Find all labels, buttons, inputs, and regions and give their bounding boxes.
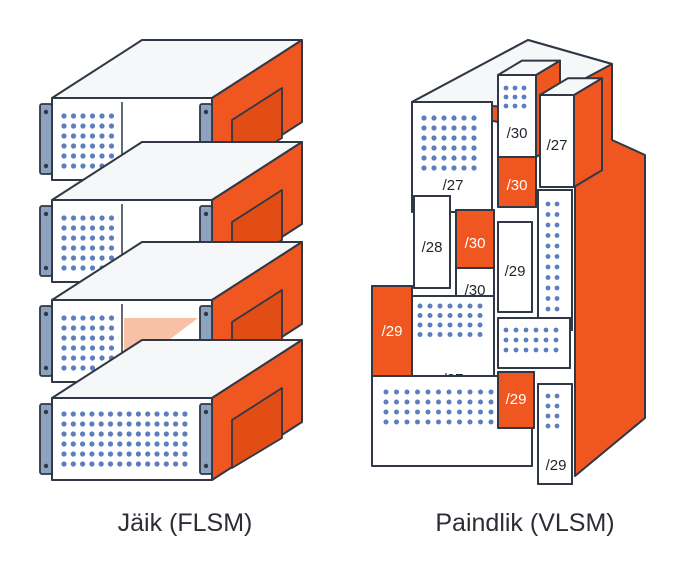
block-front-face bbox=[539, 94, 575, 188]
rack-screw bbox=[203, 109, 209, 115]
block-front-face bbox=[497, 156, 537, 208]
rack-screw bbox=[43, 409, 49, 415]
flsm-server-unit bbox=[39, 339, 303, 481]
block-front-face bbox=[413, 195, 451, 289]
block-front-face bbox=[537, 383, 573, 485]
block-30-orange: /30 bbox=[497, 156, 537, 208]
subnet-prefix-label: /30 bbox=[465, 282, 486, 299]
block-vented-right bbox=[537, 189, 573, 331]
vent-dots bbox=[61, 411, 188, 467]
subnet-prefix-label: /29 bbox=[506, 391, 527, 408]
flsm-server-stack bbox=[39, 39, 303, 481]
vlsm-caption: Paindlik (VLSM) bbox=[435, 509, 615, 537]
rack-screw bbox=[203, 409, 209, 415]
block-29-bottom-right: /29 bbox=[537, 383, 573, 485]
rack-screw bbox=[43, 365, 49, 371]
block-front-face bbox=[371, 375, 533, 467]
rack-rail-left bbox=[39, 305, 53, 377]
rack-screw bbox=[43, 211, 49, 217]
subnet-prefix-label: /29 bbox=[505, 263, 526, 280]
subnet-prefix-label: /29 bbox=[546, 457, 567, 474]
block-29-orange-left: /29 bbox=[371, 285, 413, 377]
subnet-prefix-label: /28 bbox=[422, 239, 443, 256]
server-side-panel bbox=[231, 387, 283, 469]
rack-screw bbox=[43, 463, 49, 469]
vent-dots bbox=[421, 115, 477, 171]
vlsm-server-stack: /27/30/27/30/28/30/30/29/29/27/29/29 bbox=[371, 39, 646, 485]
vent-dots bbox=[417, 303, 483, 337]
block-30-mid-orange: /30 bbox=[455, 209, 495, 269]
rack-screw bbox=[43, 163, 49, 169]
subnet-prefix-label: /30 bbox=[507, 125, 528, 142]
rack-rail-left bbox=[39, 205, 53, 277]
subnet-prefix-label: /27 bbox=[547, 137, 568, 154]
rack-screw bbox=[43, 109, 49, 115]
rack-rail-right bbox=[199, 403, 213, 475]
rack-screw bbox=[203, 463, 209, 469]
vent-dots bbox=[503, 85, 527, 109]
server-front-face bbox=[51, 397, 213, 481]
block-front-face bbox=[497, 221, 533, 313]
vent-dots bbox=[61, 113, 115, 169]
rack-screw bbox=[43, 265, 49, 271]
block-front-face bbox=[497, 371, 535, 429]
rack-screw bbox=[203, 311, 209, 317]
block-29-mid: /29 bbox=[497, 221, 533, 313]
block-front-face bbox=[497, 317, 571, 369]
subnet-prefix-label: /27 bbox=[443, 177, 464, 194]
block-side-face bbox=[573, 77, 603, 188]
rack-rail-left bbox=[39, 103, 53, 175]
subnet-prefix-label: /30 bbox=[507, 177, 528, 194]
rack-screw bbox=[203, 211, 209, 217]
vent-dots bbox=[545, 393, 560, 429]
rack-screw bbox=[43, 311, 49, 317]
flsm-caption: Jäik (FLSM) bbox=[117, 509, 253, 537]
block-27-right: /27 bbox=[539, 77, 603, 188]
subnet-prefix-label: /30 bbox=[465, 235, 486, 252]
block-28: /28 bbox=[413, 195, 451, 289]
subnet-prefix-label: /29 bbox=[382, 323, 403, 340]
vent-dots bbox=[61, 215, 115, 271]
rack-rail-left bbox=[39, 403, 53, 475]
flsm-server-unit bbox=[39, 39, 303, 181]
block-vented-strip bbox=[497, 317, 571, 369]
vent-dots bbox=[503, 327, 559, 353]
block-29-orange-bottom: /29 bbox=[497, 371, 535, 429]
